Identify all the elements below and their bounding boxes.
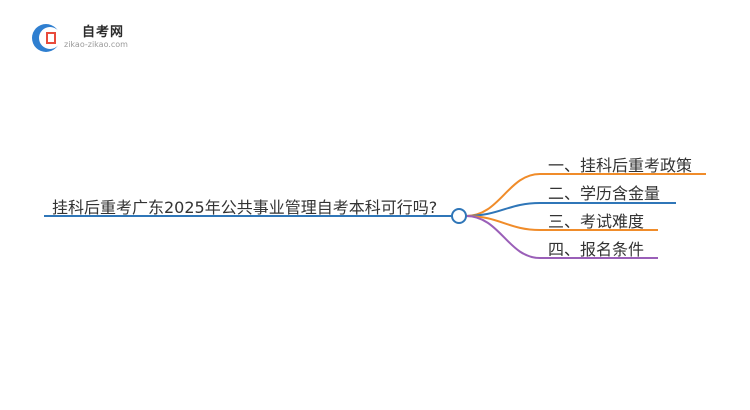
logo-title: 自考网 — [82, 25, 125, 40]
root-topic[interactable]: 挂科后重考广东2025年公共事业管理自考本科可行吗? — [52, 198, 438, 217]
connector-branch-2 — [465, 202, 676, 217]
branch-2-label[interactable]: 二、学历含金量 — [548, 184, 661, 203]
logo-icon — [32, 24, 61, 52]
site-logo[interactable]: 自考网 zikao-zikao.com — [28, 18, 168, 58]
branch-4-label[interactable]: 四、报名条件 — [548, 240, 645, 259]
connector-branch-1 — [465, 173, 706, 217]
root-node-circle[interactable] — [451, 208, 467, 224]
branch-3-label[interactable]: 三、考试难度 — [548, 212, 645, 231]
branch-1-label[interactable]: 一、挂科后重考政策 — [548, 156, 693, 175]
logo-domain: zikao-zikao.com — [64, 40, 128, 49]
connector-branch-4 — [465, 215, 658, 259]
